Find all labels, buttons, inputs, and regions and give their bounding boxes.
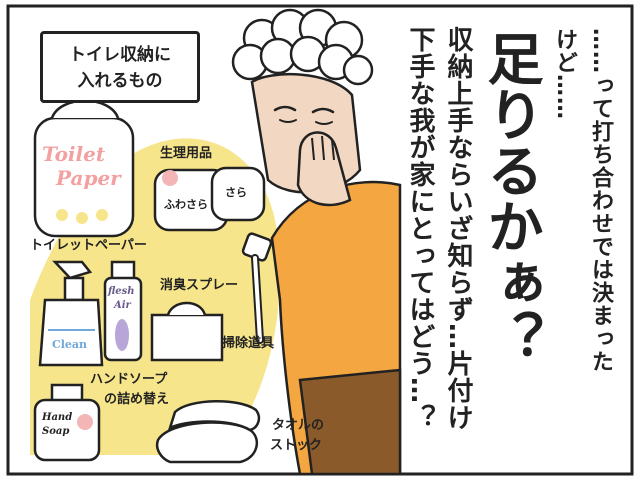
woman-pants	[298, 368, 402, 476]
toilet-paper-icon	[33, 99, 135, 238]
label-hand-soap-2: の詰め替え	[104, 392, 170, 407]
pkg-spray-1: flesh	[108, 286, 135, 297]
vertical-text-col2: けど……	[552, 28, 577, 120]
vertical-text-big: 足りるかぁ？	[478, 30, 543, 366]
vertical-text-col4: 収納上手ならいざ知らず…片付け	[443, 26, 473, 431]
worried-woman-icon	[231, 8, 374, 207]
label-spray: 消臭スプレー	[160, 278, 239, 293]
label-towel-2: ストック	[270, 438, 323, 453]
pkg-spray-2: Air	[114, 300, 131, 311]
hand-soap-icon	[33, 383, 101, 462]
cleaning-brush-icon	[241, 232, 273, 344]
label-cleaning-tool: 掃除道具	[222, 336, 275, 351]
pkg-toilet-2: Paper	[56, 166, 121, 190]
label-hand-soap-1: ハンドソープ	[90, 372, 168, 387]
title-line-2: 入れるもの	[77, 71, 163, 91]
tissue-box-icon	[150, 301, 224, 362]
pkg-cleaner: Clean	[52, 338, 88, 351]
vertical-text-col5: 下手な我が家にとってはどう…？	[405, 26, 435, 431]
label-sanitary: 生理用品	[160, 146, 213, 161]
pkg-soap-1: Hand	[42, 412, 73, 423]
label-toilet-paper: トイレットペーパー	[30, 238, 147, 253]
label-towel-1: タオルの	[272, 418, 325, 433]
pkg-toilet-1: Toilet	[42, 142, 106, 166]
vertical-text-col1: ……って打ち合わせでは決まった	[588, 28, 613, 373]
storage-list-title-box: トイレ収納に 入れるもの	[40, 31, 200, 103]
pkg-sanitary-1: ふわさら	[164, 198, 208, 211]
spray-bottle-icon	[38, 260, 104, 367]
pkg-soap-2: Soap	[42, 426, 70, 437]
pkg-sanitary-2: さら	[225, 186, 247, 199]
sanitary-pads-icon	[153, 166, 266, 232]
towel-icon	[155, 400, 261, 464]
air-freshener-icon	[103, 260, 143, 362]
title-line-1: トイレ収納に	[69, 45, 171, 65]
